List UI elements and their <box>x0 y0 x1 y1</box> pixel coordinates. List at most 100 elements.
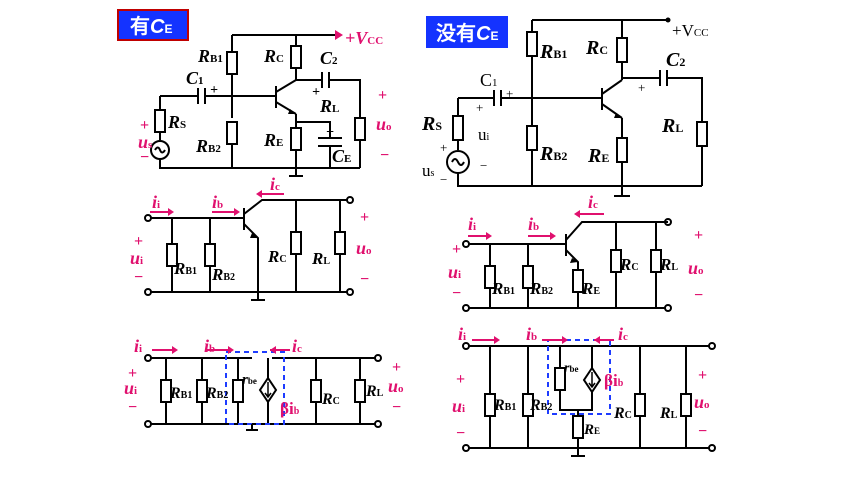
left-ss-rbe-label: rbe <box>242 372 257 388</box>
left-uo-minus: − <box>380 147 389 164</box>
right-ac-re-resistor <box>572 269 584 293</box>
right-ac-ui-label: ui <box>448 262 461 282</box>
left-ss-ib-label: ib <box>204 336 215 356</box>
left-ac-circuit <box>144 190 354 301</box>
right-ac-rc-resistor <box>610 249 622 273</box>
right-ac-uo-plus: + <box>694 227 703 244</box>
right-ss-current-source <box>582 366 602 394</box>
left-ss-rb2-label: RB2 <box>205 385 228 402</box>
right-ss-ui-minus: − <box>456 425 465 442</box>
right-ss-uo-minus: − <box>698 423 707 440</box>
right-ac-rl-resistor <box>650 249 662 273</box>
right-c2-label: C2 <box>666 49 685 71</box>
right-re-resistor <box>616 137 628 163</box>
right-ss-ib-label: ib <box>526 324 537 344</box>
left-ss-dashed-box <box>225 351 285 425</box>
right-rl-label: RL <box>661 115 683 137</box>
right-ss-beta-label: βib <box>604 371 624 390</box>
right-ui-label: ui <box>478 125 490 144</box>
right-ac-rl-label: RL <box>659 255 678 274</box>
left-rb1-resistor <box>226 51 238 75</box>
right-us-plus: + <box>440 140 447 155</box>
left-ss-uo-plus: + <box>392 359 401 376</box>
left-uo-plus: + <box>378 87 387 104</box>
left-ss-rb1-label: RB1 <box>169 385 192 402</box>
left-ss-uo-minus: − <box>392 399 401 416</box>
left-us-minus: − <box>140 149 149 166</box>
right-rs-label: RS <box>421 113 442 135</box>
right-re-label: RE <box>587 145 609 167</box>
left-ss-ui-label: ui <box>124 378 137 398</box>
left-us-label: us <box>138 132 153 152</box>
left-ss-rc-label: RC <box>321 391 340 408</box>
left-ss-beta-label: βib <box>280 399 300 418</box>
left-ss-uo-label: uo <box>388 376 404 396</box>
right-ss-rl-resistor <box>680 393 692 417</box>
left-ss-ii-label: ii <box>134 336 142 356</box>
right-ss-rb1-label: RB1 <box>493 397 516 414</box>
left-ac-rc-label: RC <box>267 247 287 266</box>
right-ss-uo-plus: + <box>698 367 707 384</box>
left-ac-rb2-resistor <box>204 243 216 267</box>
left-c2-plus: + <box>312 85 320 100</box>
left-rb1-label: RB1 <box>197 46 223 66</box>
left-ss-current-source <box>258 376 278 404</box>
right-ac-uo-minus: − <box>694 287 703 304</box>
right-ss-rb2-resistor <box>522 393 534 417</box>
left-rl-label: RL <box>319 96 339 116</box>
left-rl-resistor <box>354 117 366 141</box>
right-rc-label: RC <box>585 37 608 59</box>
left-ac-ui-label: ui <box>130 248 143 268</box>
right-ss-re-resistor <box>572 415 584 439</box>
left-c2-label: C2 <box>320 48 338 68</box>
right-rb2-resistor <box>526 125 538 151</box>
right-ac-ib-label: ib <box>528 214 539 234</box>
right-us-minus: − <box>440 172 447 187</box>
left-ce-label: CE <box>332 146 351 166</box>
left-vcc-label: +VCC <box>345 28 383 48</box>
left-ac-rb1-label: RB1 <box>173 259 197 278</box>
right-ss-rl-label: RL <box>659 405 678 422</box>
right-ac-uo-label: uo <box>688 258 704 278</box>
right-rb1-resistor <box>526 31 538 57</box>
right-ss-ui-plus: + <box>456 371 465 388</box>
right-ac-ui-minus: − <box>452 285 461 302</box>
left-ac-rl-resistor <box>334 231 346 255</box>
right-c1-plus: + <box>506 86 513 101</box>
right-amplifier-circuit <box>446 17 708 197</box>
right-ac-re-label: RE <box>581 279 600 298</box>
right-rb1-label: RB1 <box>539 41 567 63</box>
right-small-signal-circuit <box>462 336 716 457</box>
left-rc-label: RC <box>263 46 284 66</box>
left-ss-rbe-resistor <box>232 379 244 403</box>
right-ui-plus: + <box>476 100 483 115</box>
right-ss-ic-label: ic <box>618 324 628 344</box>
right-ac-rc-label: RC <box>619 255 639 274</box>
right-ss-re-label: RE <box>583 422 600 438</box>
right-ac-ii-label: ii <box>468 214 476 234</box>
right-ss-uo-label: uo <box>694 392 710 412</box>
right-c1-label: C1 <box>480 70 498 90</box>
left-ac-ui-plus: + <box>134 233 143 250</box>
left-amplifier-circuit <box>150 30 366 177</box>
left-rs-resistor <box>154 109 166 133</box>
left-c1-label: C1 <box>186 68 204 88</box>
right-us-label: us <box>422 161 435 180</box>
right-title-box <box>426 16 508 48</box>
right-ac-rb1-resistor <box>484 265 496 289</box>
left-ac-rb1-resistor <box>166 243 178 267</box>
right-ui-minus: − <box>480 158 487 173</box>
left-ce-plus: + <box>326 125 334 140</box>
left-ss-ui-minus: − <box>128 399 137 416</box>
right-ac-rb2-resistor <box>522 265 534 289</box>
right-ss-rb2-label: RB2 <box>529 397 552 414</box>
left-c1-plus: + <box>210 83 218 98</box>
right-ac-rb1-label: RB1 <box>491 279 515 298</box>
right-rc-resistor <box>616 37 628 63</box>
left-re-resistor <box>290 127 302 151</box>
left-rs-label: RS <box>167 112 186 132</box>
right-vcc-label: +VCC <box>672 21 709 40</box>
right-ss-rb1-resistor <box>484 393 496 417</box>
left-ss-rb2-resistor <box>196 379 208 403</box>
